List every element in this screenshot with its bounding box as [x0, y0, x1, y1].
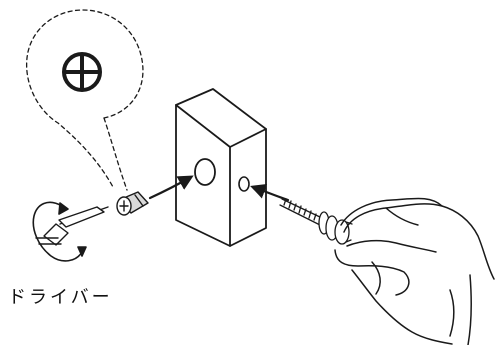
wood-block — [176, 89, 266, 246]
diagram-caption: ドライバー — [8, 283, 113, 309]
hand — [335, 198, 494, 345]
callout-bubble — [27, 10, 143, 190]
anchor-nut — [117, 192, 148, 215]
phillips-cross-icon — [64, 54, 100, 90]
screwdriver — [36, 207, 108, 245]
bolt — [280, 199, 352, 244]
